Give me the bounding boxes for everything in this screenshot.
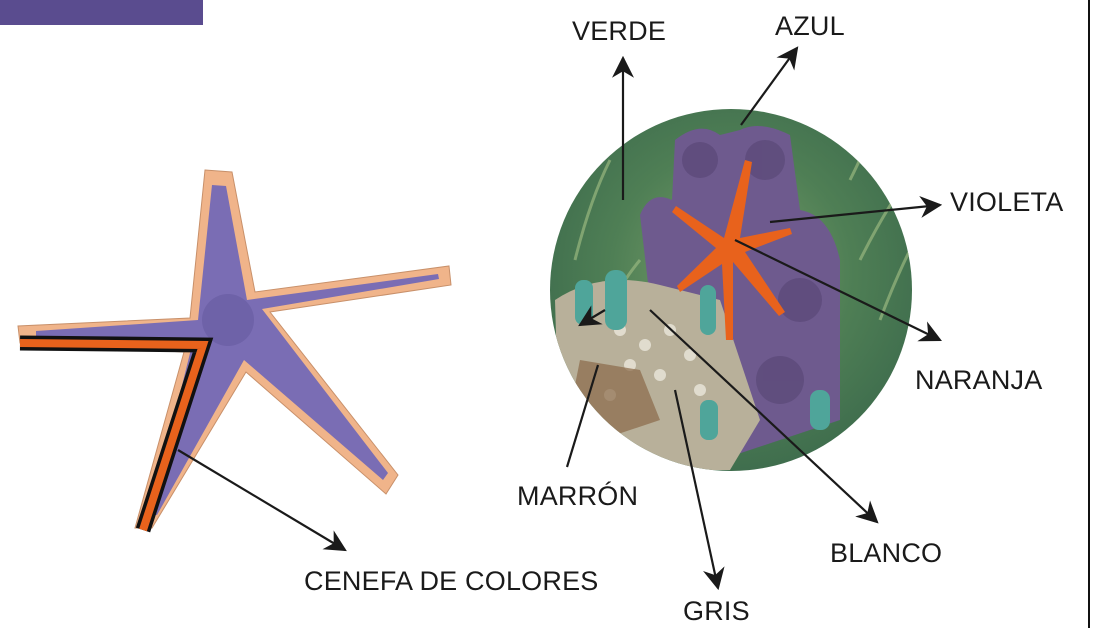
label-cenefa: CENEFA DE COLORES (304, 566, 598, 596)
label-verde: VERDE (572, 16, 666, 46)
label-violeta: VIOLETA (950, 187, 1063, 217)
arrow-cenefa (178, 450, 345, 550)
starfish-illustration (18, 170, 451, 530)
coral-reef-photo (550, 109, 912, 471)
label-naranja: NARANJA (915, 365, 1042, 395)
label-blanco: BLANCO (830, 538, 942, 568)
label-azul: AZUL (775, 11, 845, 41)
label-gris: GRIS (683, 596, 750, 626)
cenefa-stripe (20, 343, 203, 530)
label-marron: MARRÓN (517, 480, 638, 511)
